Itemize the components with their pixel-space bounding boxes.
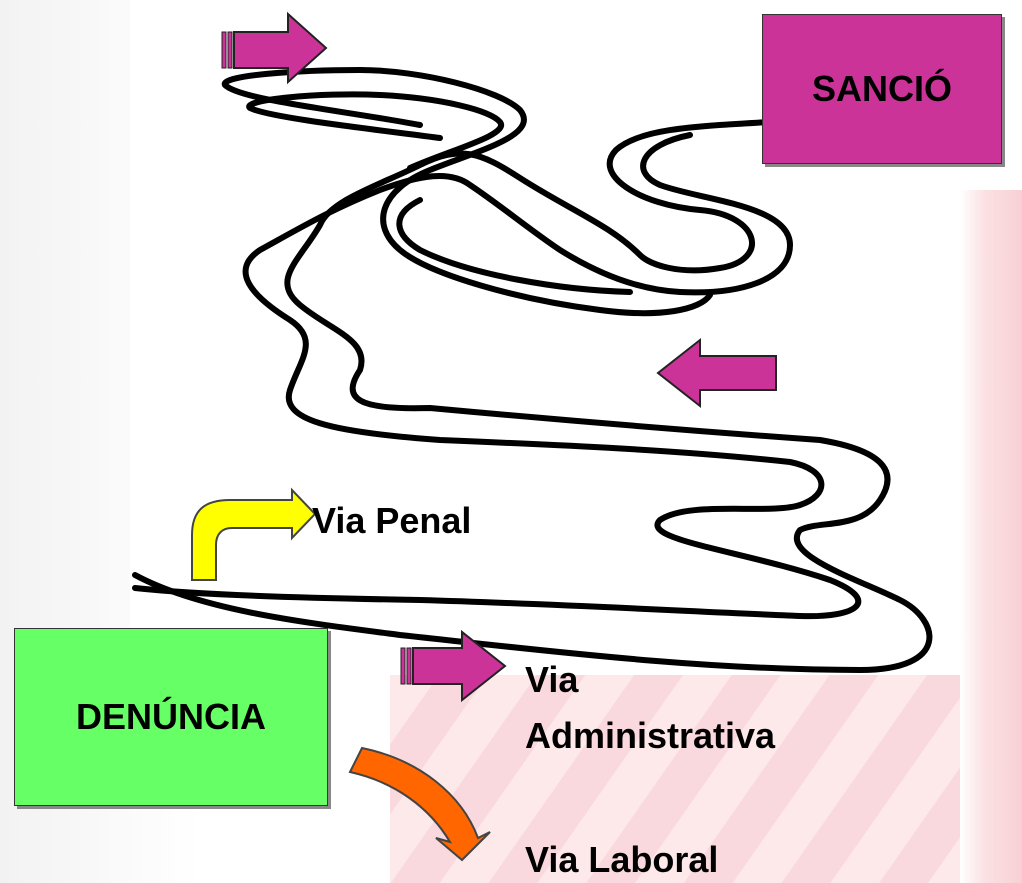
via-laboral-label: Via Laboral [525,839,719,880]
administrativa-arrow-icon [400,629,507,703]
top-arrow-icon [221,11,328,85]
laboral-arrow-icon [348,746,491,862]
background-fragment-right [960,190,1022,883]
road-mid-loop [396,197,633,295]
via-penal-label: Via Penal [312,500,472,541]
road-outer-edge [132,119,933,673]
penal-arrow-icon [191,487,317,581]
via-administrativa-label: Via Administrativa [525,652,775,764]
denuncia-box: DENÚNCIA [14,628,328,806]
denuncia-label: DENÚNCIA [75,696,266,737]
via-administrativa-line2: Administrativa [525,715,776,756]
middle-arrow-icon [656,337,777,409]
road-upper-loop-inner [246,91,505,171]
sancio-label: SANCIÓ [811,68,952,109]
road-inner-edge [132,132,862,620]
road-upper-loop [222,67,713,317]
via-administrativa-line1: Via [525,659,579,700]
sancio-box: SANCIÓ [762,14,1002,164]
background-fragment-bottom [390,675,960,883]
